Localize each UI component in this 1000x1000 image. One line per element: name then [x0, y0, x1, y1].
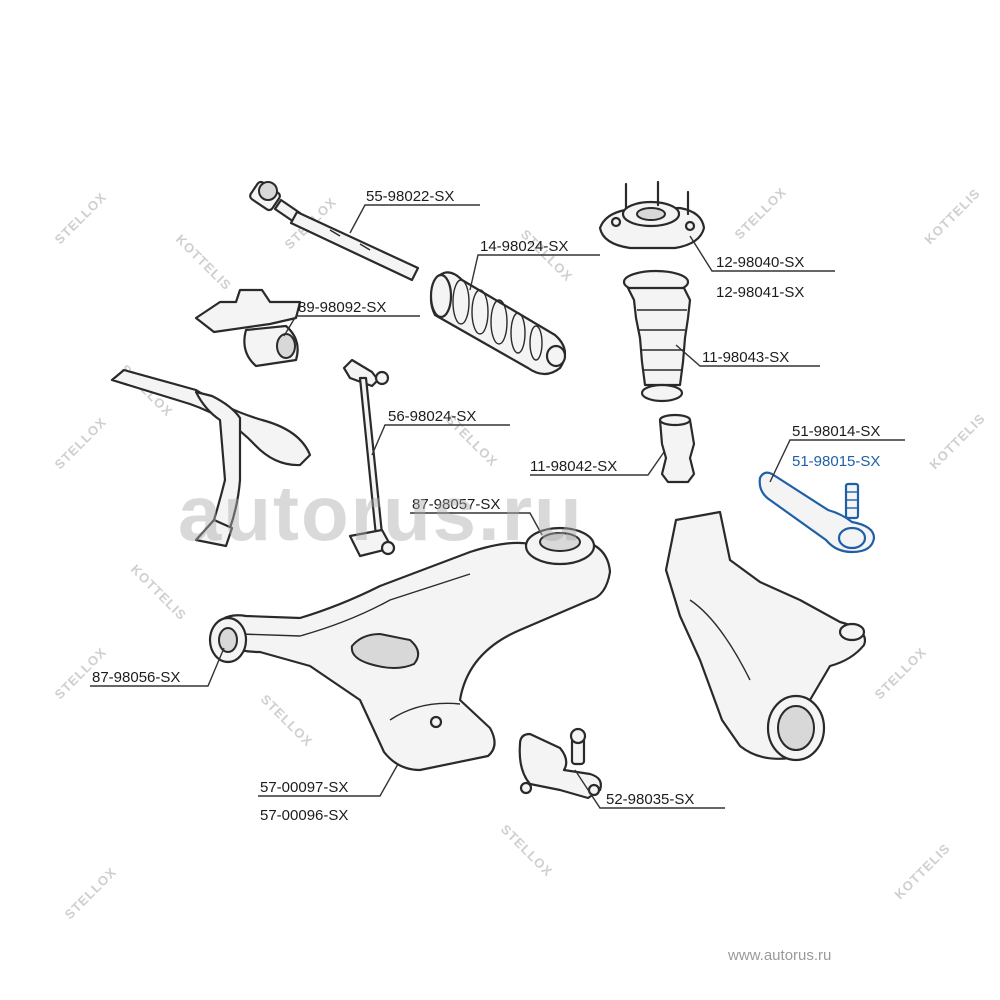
label-stabilizer-bushing: 89-98092-SX: [298, 299, 386, 316]
leader-tie-rod: [349, 204, 480, 234]
leader-control-arm: [258, 763, 399, 797]
strut-dust-boot: [622, 269, 692, 403]
label-tie-rod-end-a: 51-98014-SX: [792, 423, 880, 440]
leader-dust-boot: [675, 344, 820, 367]
watermark-stellox: STELLOX: [258, 692, 316, 750]
site-watermark: autorus.ru: [178, 469, 584, 557]
watermark-stellox: STELLOX: [52, 414, 110, 472]
strut-top-mount: [598, 180, 706, 250]
inner-tie-rod: [249, 180, 420, 282]
stabilizer-link: [342, 358, 396, 558]
rear-bushing: [524, 526, 596, 566]
leader-ball-joint: [574, 769, 725, 809]
steering-rack-bellows: [429, 271, 567, 376]
watermark-kottelis: KOTTELIS: [892, 840, 954, 902]
label-dust-boot: 11-98043-SX: [702, 349, 789, 366]
tie-rod-end: [758, 471, 876, 554]
leader-bellows: [469, 254, 600, 291]
part-labels: 55-98022-SX 14-98024-SX 12-98040-SX 12-9…: [92, 188, 880, 824]
watermark-kottelis: KOTTELIS: [927, 410, 989, 472]
leader-strut-mount: [689, 235, 835, 272]
leader-lines: [90, 204, 905, 809]
leader-stabilizer-bushing: [283, 315, 420, 337]
label-tie-rod-end-b: 51-98015-SX: [792, 453, 880, 470]
leader-stabilizer-link: [371, 424, 510, 456]
ball-joint: [518, 727, 602, 800]
watermark-stellox: STELLOX: [732, 184, 790, 242]
leader-bump-stop: [530, 451, 665, 476]
site-url: www.autorus.ru: [727, 947, 831, 964]
watermark-stellox: STELLOX: [62, 864, 120, 922]
label-bump-stop: 11-98042-SX: [530, 458, 617, 475]
label-control-arm-b: 57-00096-SX: [260, 807, 348, 824]
watermark-stellox: STELLOX: [52, 189, 110, 247]
watermark-stellox: STELLOX: [872, 644, 930, 702]
leader-tie-rod-end: [769, 439, 905, 483]
label-tie-rod: 55-98022-SX: [366, 188, 454, 205]
label-bellows: 14-98024-SX: [480, 238, 568, 255]
steering-knuckle: [664, 510, 867, 762]
label-strut-mount-a: 12-98040-SX: [716, 254, 804, 271]
label-rear-bushing: 87-98057-SX: [412, 496, 500, 513]
leader-front-bushing: [90, 647, 225, 687]
label-front-bushing: 87-98056-SX: [92, 669, 180, 686]
label-ball-joint: 52-98035-SX: [606, 791, 694, 808]
label-control-arm-a: 57-00097-SX: [260, 779, 348, 796]
label-stabilizer-link: 56-98024-SX: [388, 408, 476, 425]
watermark-kottelis: KOTTELIS: [128, 562, 190, 624]
leader-rear-bushing: [410, 512, 543, 536]
label-strut-mount-b: 12-98041-SX: [716, 284, 804, 301]
bump-stop: [658, 413, 696, 484]
watermark-stellox: STELLOX: [498, 822, 556, 880]
front-bushing: [208, 616, 248, 664]
watermark-kottelis: KOTTELIS: [173, 232, 235, 294]
stabilizer-bushing: [194, 288, 302, 368]
watermark-kottelis: KOTTELIS: [922, 185, 984, 247]
stabilizer-bar: [110, 368, 312, 548]
lower-control-arm: [212, 538, 612, 772]
